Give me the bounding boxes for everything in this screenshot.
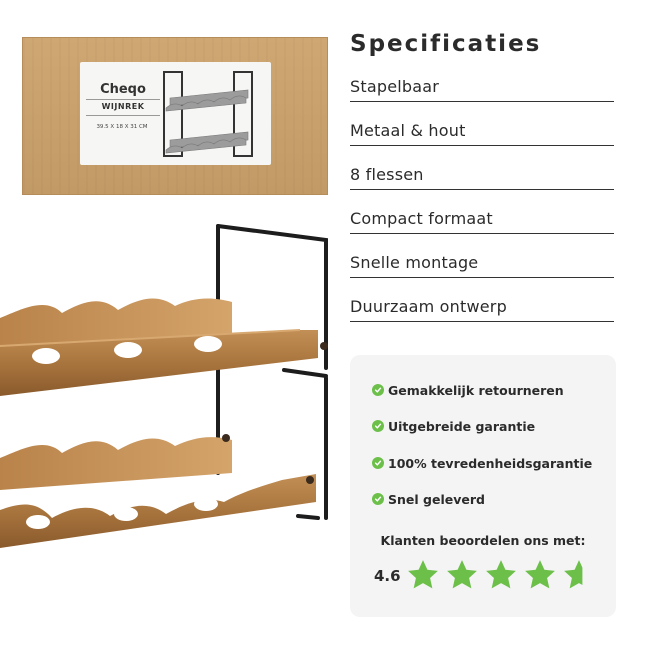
perk-label: Gemakkelijk retourneren bbox=[388, 382, 564, 398]
spec-item: Compact formaat bbox=[350, 208, 614, 234]
star-icon bbox=[486, 560, 516, 589]
box-dimensions: 39.5 X 18 X 31 CM bbox=[96, 124, 148, 130]
rating-heading: Klanten beoordelen ons met: bbox=[380, 533, 586, 548]
perk-label: Uitgebreide garantie bbox=[388, 418, 536, 434]
mini-rack-illustration bbox=[163, 71, 253, 157]
spec-item: Duurzaam ontwerp bbox=[350, 296, 614, 322]
star-icon bbox=[447, 560, 477, 589]
check-circle-icon bbox=[372, 493, 384, 505]
spec-item: Snelle montage bbox=[350, 252, 614, 278]
box-label: Cheqo WIJNREK 39.5 X 18 X 31 CM bbox=[80, 62, 271, 165]
spec-item: 8 flessen bbox=[350, 164, 614, 190]
perk-item: Uitgebreide garantie bbox=[372, 418, 535, 434]
star-icon bbox=[408, 560, 438, 589]
perk-item: Gemakkelijk retourneren bbox=[372, 382, 564, 398]
perk-label: 100% tevredenheidsgarantie bbox=[388, 455, 593, 471]
wine-rack-image bbox=[0, 224, 328, 548]
star-icon bbox=[525, 560, 555, 589]
label-divider bbox=[86, 115, 160, 116]
product-box-image: Cheqo WIJNREK 39.5 X 18 X 31 CM bbox=[22, 37, 328, 195]
star-icon bbox=[564, 560, 583, 589]
service-panel: Gemakkelijk retourneren Uitgebreide gara… bbox=[350, 355, 616, 617]
box-brand: Cheqo bbox=[100, 82, 146, 97]
perk-label: Snel geleverd bbox=[388, 491, 485, 507]
check-circle-icon bbox=[372, 420, 384, 432]
perk-item: 100% tevredenheidsgarantie bbox=[372, 455, 592, 471]
rating-score: 4.6 bbox=[374, 567, 401, 585]
label-divider bbox=[86, 99, 160, 100]
spec-item: Stapelbaar bbox=[350, 76, 614, 102]
check-circle-icon bbox=[372, 457, 384, 469]
box-product-name: WIJNREK bbox=[101, 102, 145, 111]
check-circle-icon bbox=[372, 384, 384, 396]
rating-stars bbox=[406, 558, 596, 592]
spec-item: Metaal & hout bbox=[350, 120, 614, 146]
specs-title: Specificaties bbox=[350, 31, 542, 57]
perk-item: Snel geleverd bbox=[372, 491, 485, 507]
